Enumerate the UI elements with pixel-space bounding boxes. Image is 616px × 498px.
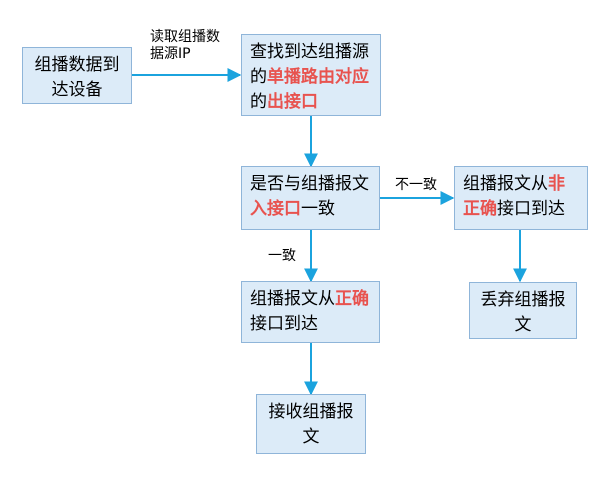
node-text: 到达设备 (51, 55, 120, 100)
node-wrong-interface: 组播报文从非正确接口到达 (454, 166, 588, 230)
node-correct-interface: 组播报文从正确接口到达 (241, 281, 380, 343)
node-text: 的 (250, 92, 267, 112)
label-mismatch: 不一致 (395, 177, 437, 193)
node-text: 查找到达组播源的 (250, 42, 369, 87)
highlight-text: 单播路由对应 (267, 67, 369, 87)
node-text: 组播数据 (34, 55, 103, 75)
node-lookup-outgoing-interface: 查找到达组播源的单播路由对应的出接口 (241, 34, 381, 116)
node-text: 接口到达 (250, 314, 318, 334)
node-text: 是否与组播报文 (250, 174, 369, 194)
highlight-text: 非正确 (463, 174, 565, 219)
node-check-incoming-interface: 是否与组播报文入接口一致 (241, 166, 380, 230)
node-text: 一致 (301, 199, 335, 219)
node-text: 丢弃组播报文 (480, 290, 566, 335)
node-text: 组播报文从 (463, 174, 548, 194)
node-receive-packet: 接收组播报文 (256, 394, 366, 454)
label-read-source-ip: 读取组播数据源IP (150, 29, 220, 62)
highlight-text: 正确 (335, 289, 369, 309)
node-discard-packet: 丢弃组播报文 (469, 282, 577, 339)
node-text: 组播报文从 (250, 289, 335, 309)
label-match: 一致 (268, 248, 296, 264)
node-text: 接收组播报文 (268, 402, 354, 447)
highlight-text: 入接口 (250, 199, 301, 219)
node-data-arrive: 组播数据到达设备 (22, 47, 132, 104)
node-text: 接口到达 (497, 199, 565, 219)
highlight-text: 出接口 (267, 92, 318, 112)
